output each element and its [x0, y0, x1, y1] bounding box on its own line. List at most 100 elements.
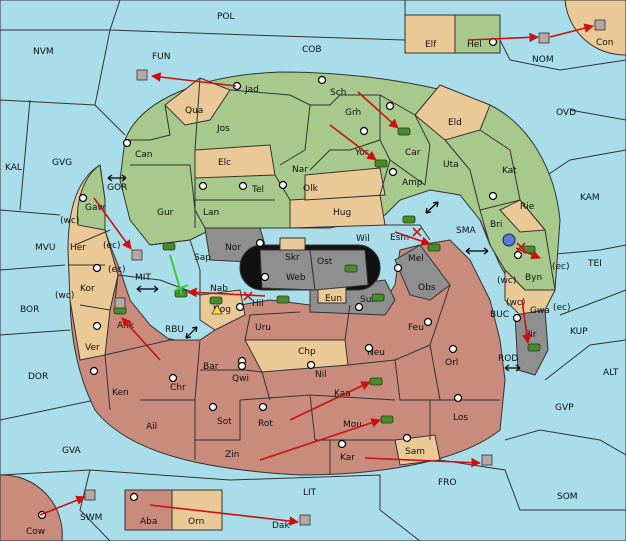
- sea-labels: POL NVM FUN COB NOM OVD KAL GVG GOR KAM …: [5, 12, 619, 523]
- army-unit-icon: [369, 377, 383, 386]
- ships: [84, 19, 606, 526]
- province-label-Rie: Rie: [520, 202, 535, 212]
- province-label-Uru: Uru: [255, 323, 271, 333]
- supply-center-icon: [237, 361, 247, 371]
- supply-center-icon: [89, 366, 99, 376]
- sea-label-KAL: KAL: [5, 163, 22, 173]
- ship-unit-icon: [594, 19, 606, 31]
- main-continent: [67, 71, 561, 476]
- province-label-Rot: Rot: [258, 419, 273, 429]
- coast-label: (ec): [108, 265, 126, 275]
- supply-centers: [78, 75, 523, 449]
- sea-label-GOR: GOR: [107, 183, 127, 193]
- army-unit-icon: [402, 215, 416, 224]
- province-label-Qua: Qua: [185, 106, 203, 116]
- supply-center-icon: [512, 313, 522, 323]
- province-label-Nab: Nab: [210, 284, 228, 294]
- province-label-Qwi: Qwi: [232, 374, 249, 384]
- sea-label-ROD: ROD: [498, 354, 518, 364]
- province-label-Con: Con: [596, 38, 614, 48]
- sea-label-MIT: MIT: [135, 273, 151, 283]
- province-label-Eun: Eun: [325, 294, 342, 304]
- province-label-Kaa: Kaa: [334, 389, 351, 399]
- province-label-Mou: Mou: [343, 420, 362, 430]
- flag-icon: [211, 304, 223, 315]
- province-Cow[interactable]: [0, 474, 63, 541]
- province-label-Hil: Hil: [252, 299, 264, 309]
- army-unit-icon: [397, 127, 411, 136]
- province-label-Orl: Orl: [445, 358, 458, 368]
- province-label-Neu: Neu: [367, 348, 385, 358]
- province-label-Bar: Bar: [203, 362, 219, 372]
- supply-center-icon: [258, 402, 268, 412]
- province-label-Gaw: Gaw: [85, 203, 105, 213]
- supply-center-icon: [260, 272, 270, 282]
- province-label-Chp: Chp: [298, 347, 316, 357]
- sea-label-FRO: FRO: [438, 478, 457, 488]
- army-unit-icon: [527, 343, 541, 352]
- province-label-Sap: Sap: [194, 253, 211, 263]
- province-label-Aba: Aba: [140, 517, 157, 527]
- province-label-Eld: Eld: [448, 118, 462, 128]
- supply-center-icon: [488, 191, 498, 201]
- sea-label-SMA: SMA: [456, 226, 476, 236]
- sea-label-TEI: TEI: [587, 259, 602, 269]
- province-label-Nar: Nar: [292, 165, 308, 175]
- province-label-Nil: Nil: [315, 370, 327, 380]
- sea-label-NOM: NOM: [532, 55, 554, 65]
- province-label-Elf: Elf: [425, 40, 437, 50]
- province-label-Kor: Kor: [80, 284, 95, 294]
- coast-label: (ec): [552, 262, 570, 272]
- sea-label-GVA: GVA: [62, 446, 82, 456]
- sea-label-GVP: GVP: [555, 403, 574, 413]
- province-label-Elc: Elc: [218, 158, 231, 168]
- sea-label-BOR: BOR: [20, 305, 39, 315]
- supply-center-icon: [198, 181, 208, 191]
- supply-center-icon: [238, 181, 248, 191]
- supply-center-icon: [129, 492, 139, 502]
- province-label-Can: Can: [135, 150, 153, 160]
- army-unit-icon: [371, 293, 385, 302]
- sea-label-GVG: GVG: [52, 158, 72, 168]
- province-label-Hug: Hug: [333, 208, 351, 218]
- supply-center-icon: [208, 402, 218, 412]
- supply-center-icon: [235, 302, 245, 312]
- northeast-island: Elf Hel: [404, 14, 501, 54]
- province-label-Bri: Bri: [490, 220, 502, 230]
- province-label-Gwa: Gwa: [530, 306, 550, 316]
- province-label-Zin: Zin: [225, 450, 239, 460]
- province-label-Cow: Cow: [26, 527, 45, 537]
- province-label-Grh: Grh: [345, 108, 361, 118]
- supply-center-icon: [453, 393, 463, 403]
- sea-label-NVM: NVM: [33, 47, 54, 57]
- sea-label-MVU: MVU: [35, 243, 56, 253]
- support-order-tick: [173, 284, 189, 292]
- province-label-Byn: Byn: [525, 273, 542, 283]
- coast-label: (ec): [103, 241, 121, 251]
- failed-order-marks: [243, 227, 526, 301]
- ship-unit-icon: [114, 297, 126, 309]
- province-label-Obs: Obs: [418, 283, 436, 293]
- sea-label-DOR: DOR: [28, 372, 48, 382]
- supply-center-icon: [423, 317, 433, 327]
- province-label-Tel: Tel: [251, 185, 264, 195]
- province-label-Sch: Sch: [330, 88, 346, 98]
- supply-center-icon: [364, 343, 374, 353]
- army-unit-icon: [276, 295, 290, 304]
- supply-center-icon: [393, 263, 403, 273]
- province-label-Feu: Feu: [408, 323, 424, 333]
- province-label-Hel: Hel: [467, 40, 482, 50]
- province-label-Gur: Gur: [157, 208, 174, 218]
- supply-center-icon: [448, 344, 458, 354]
- supply-center-icon: [388, 167, 398, 177]
- ship-unit-icon: [299, 514, 311, 526]
- province-label-Ver: Ver: [85, 343, 100, 353]
- province-label-Yor: Yor: [354, 148, 369, 158]
- supply-center-icon: [255, 238, 265, 248]
- province-label-Uta: Uta: [443, 160, 459, 170]
- province-label-Sot: Sot: [217, 417, 232, 427]
- province-label-Ail: Ail: [146, 422, 157, 432]
- coast-label: (wc): [55, 291, 74, 301]
- province-label-Chr: Chr: [170, 383, 186, 393]
